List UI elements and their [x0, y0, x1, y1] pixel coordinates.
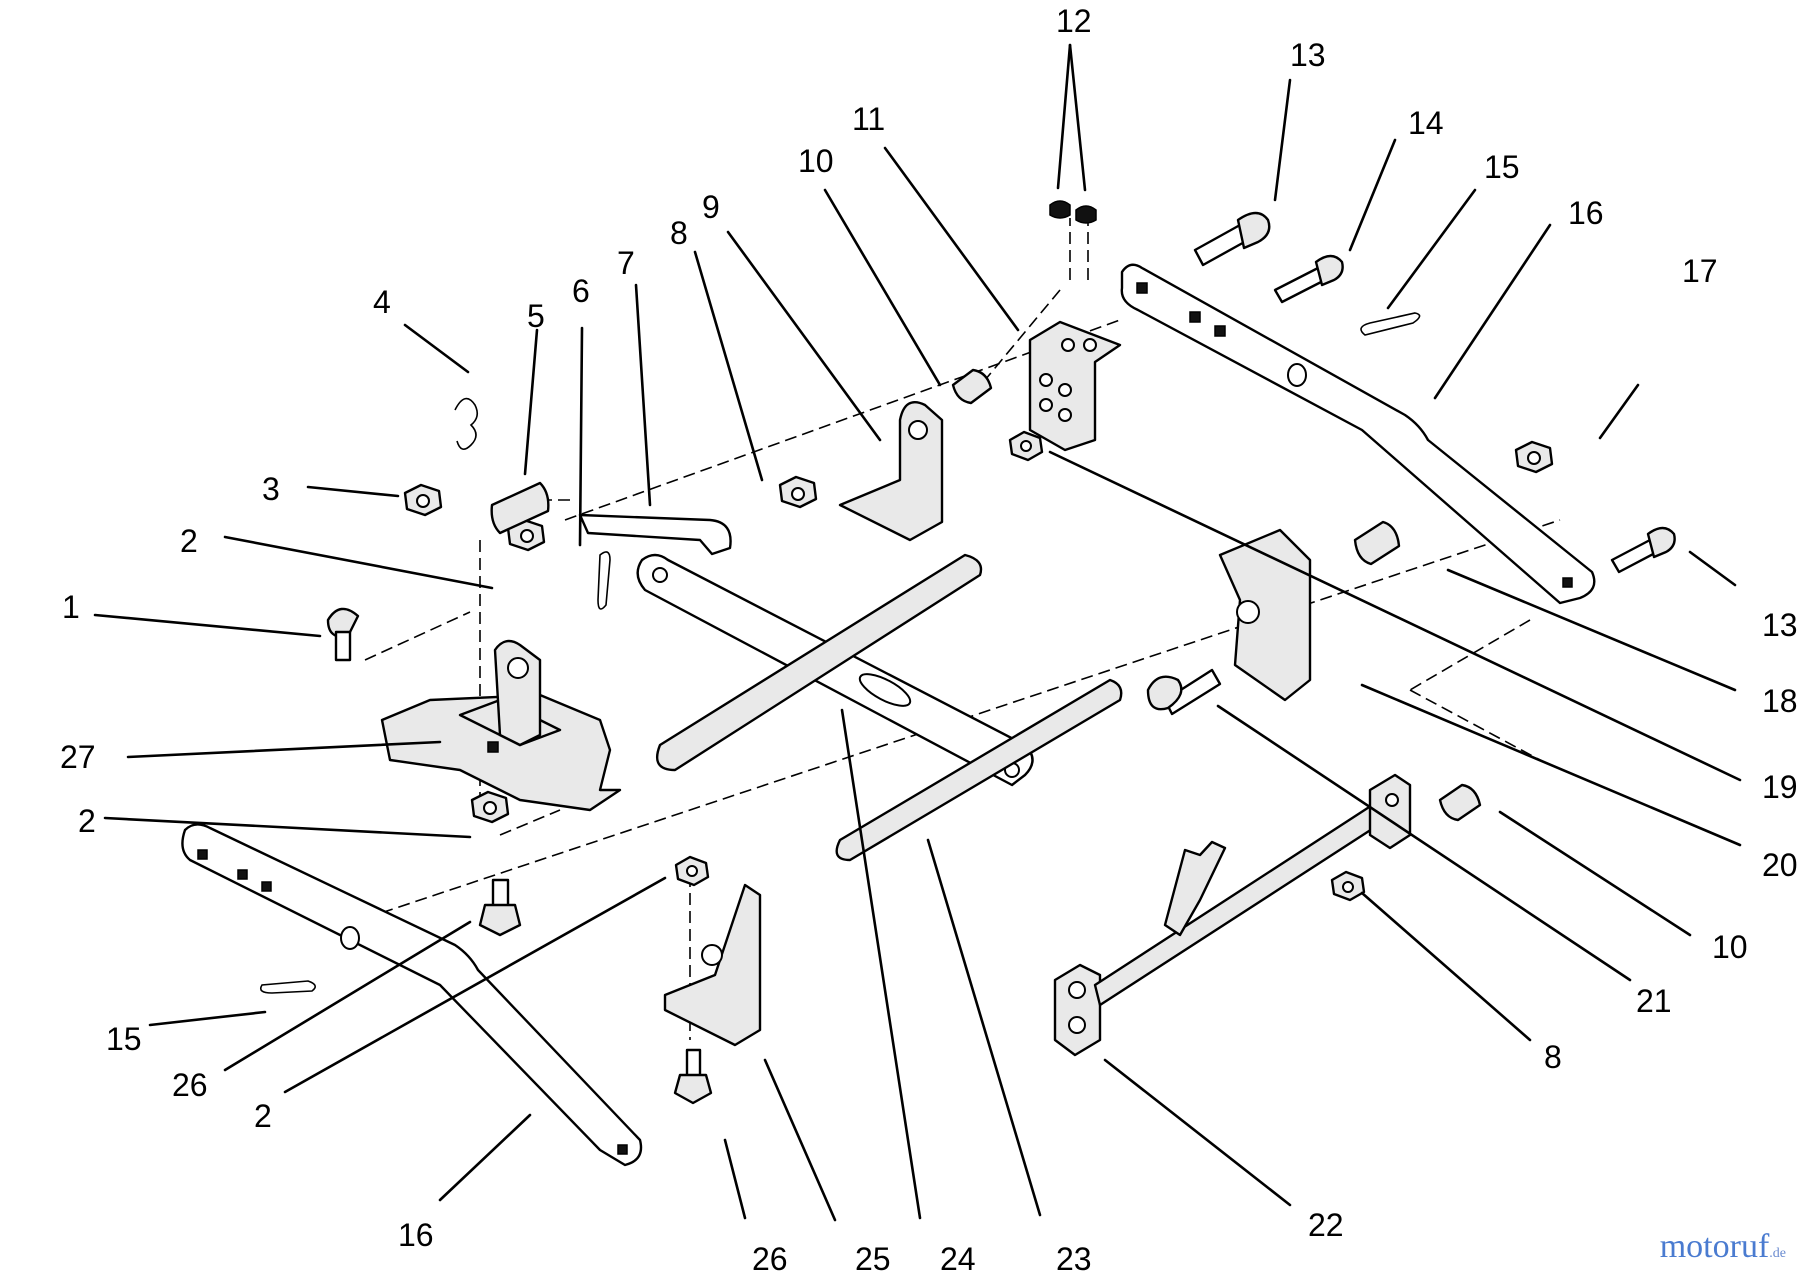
cotter-pin-center [597, 551, 611, 610]
nut-drawings [403, 430, 1554, 902]
callout-1: 1 [62, 589, 80, 625]
carriage-bolt-drawing [326, 607, 360, 638]
callout-15-bottom: 15 [106, 1021, 142, 1057]
callout-23: 23 [1056, 1241, 1092, 1277]
callout-21: 21 [1636, 983, 1672, 1019]
callout-26-bottom: 26 [752, 1241, 788, 1277]
callout-5: 5 [527, 298, 545, 334]
callout-9: 9 [702, 189, 720, 225]
callout-17: 17 [1682, 253, 1718, 289]
callout-24: 24 [940, 1241, 976, 1277]
callout-26-left: 26 [172, 1067, 208, 1103]
callout-18: 18 [1762, 683, 1798, 719]
brand-watermark: motoruf.de [1660, 1228, 1786, 1266]
leader-lines [93, 43, 1742, 1222]
callout-12: 12 [1056, 3, 1092, 39]
callout-3: 3 [262, 471, 280, 507]
l-bracket-9-drawing [838, 400, 944, 542]
brand-name: motoruf [1659, 1228, 1770, 1265]
lower-arm-drawing [181, 823, 643, 1167]
shaft-24-drawing [655, 553, 983, 772]
callout-27: 27 [60, 739, 96, 775]
plate-bracket-drawing [1028, 200, 1122, 452]
callout-2-b: 2 [78, 803, 96, 839]
callout-15-top: 15 [1484, 149, 1520, 185]
hair-pin-drawing [454, 397, 479, 450]
cotter-pin-left [259, 980, 316, 994]
center-arm-drawing [636, 553, 1034, 787]
spacer-18-drawing [1353, 520, 1401, 566]
callout-13-right: 13 [1762, 607, 1798, 643]
threaded-rod-drawing [578, 513, 732, 556]
callout-19: 19 [1762, 769, 1798, 805]
callout-22: 22 [1308, 1207, 1344, 1243]
callout-11: 11 [852, 101, 885, 137]
spacer-lower-drawing [1438, 783, 1482, 822]
callout-16-top: 16 [1568, 195, 1604, 231]
bolt-21-drawing [1163, 668, 1222, 716]
callout-7: 7 [617, 245, 635, 281]
part-drawings [181, 200, 1676, 1167]
callout-6: 6 [572, 273, 590, 309]
callout-8-top: 8 [670, 215, 688, 251]
callout-20: 20 [1762, 847, 1798, 883]
callout-10-top: 10 [798, 143, 834, 179]
callout-2-a: 2 [180, 523, 198, 559]
callout-numbers: 12 13 14 15 16 11 10 9 8 7 6 5 4 3 2 1 2… [60, 3, 1798, 1277]
callout-14: 14 [1408, 105, 1444, 141]
callout-16-bottom: 16 [398, 1217, 434, 1253]
swivel-block-drawing [490, 481, 550, 535]
spacer-upper-drawing [951, 368, 993, 405]
upper-arm-drawing [1120, 263, 1596, 605]
pivot-plate-drawing [380, 639, 622, 812]
cotter-pin-right [1360, 312, 1421, 336]
lower-shaft-drawing [1053, 773, 1412, 1057]
callout-10-bottom: 10 [1712, 929, 1748, 965]
callout-13-top: 13 [1290, 37, 1326, 73]
callout-25: 25 [855, 1241, 891, 1277]
callout-4: 4 [373, 284, 391, 320]
callout-2-c: 2 [254, 1098, 272, 1134]
upper-bolts-drawing [1193, 211, 1676, 574]
brand-tld: .de [1769, 1246, 1786, 1261]
callout-8-bottom: 8 [1544, 1039, 1562, 1075]
shaft-23-drawing [835, 678, 1123, 862]
